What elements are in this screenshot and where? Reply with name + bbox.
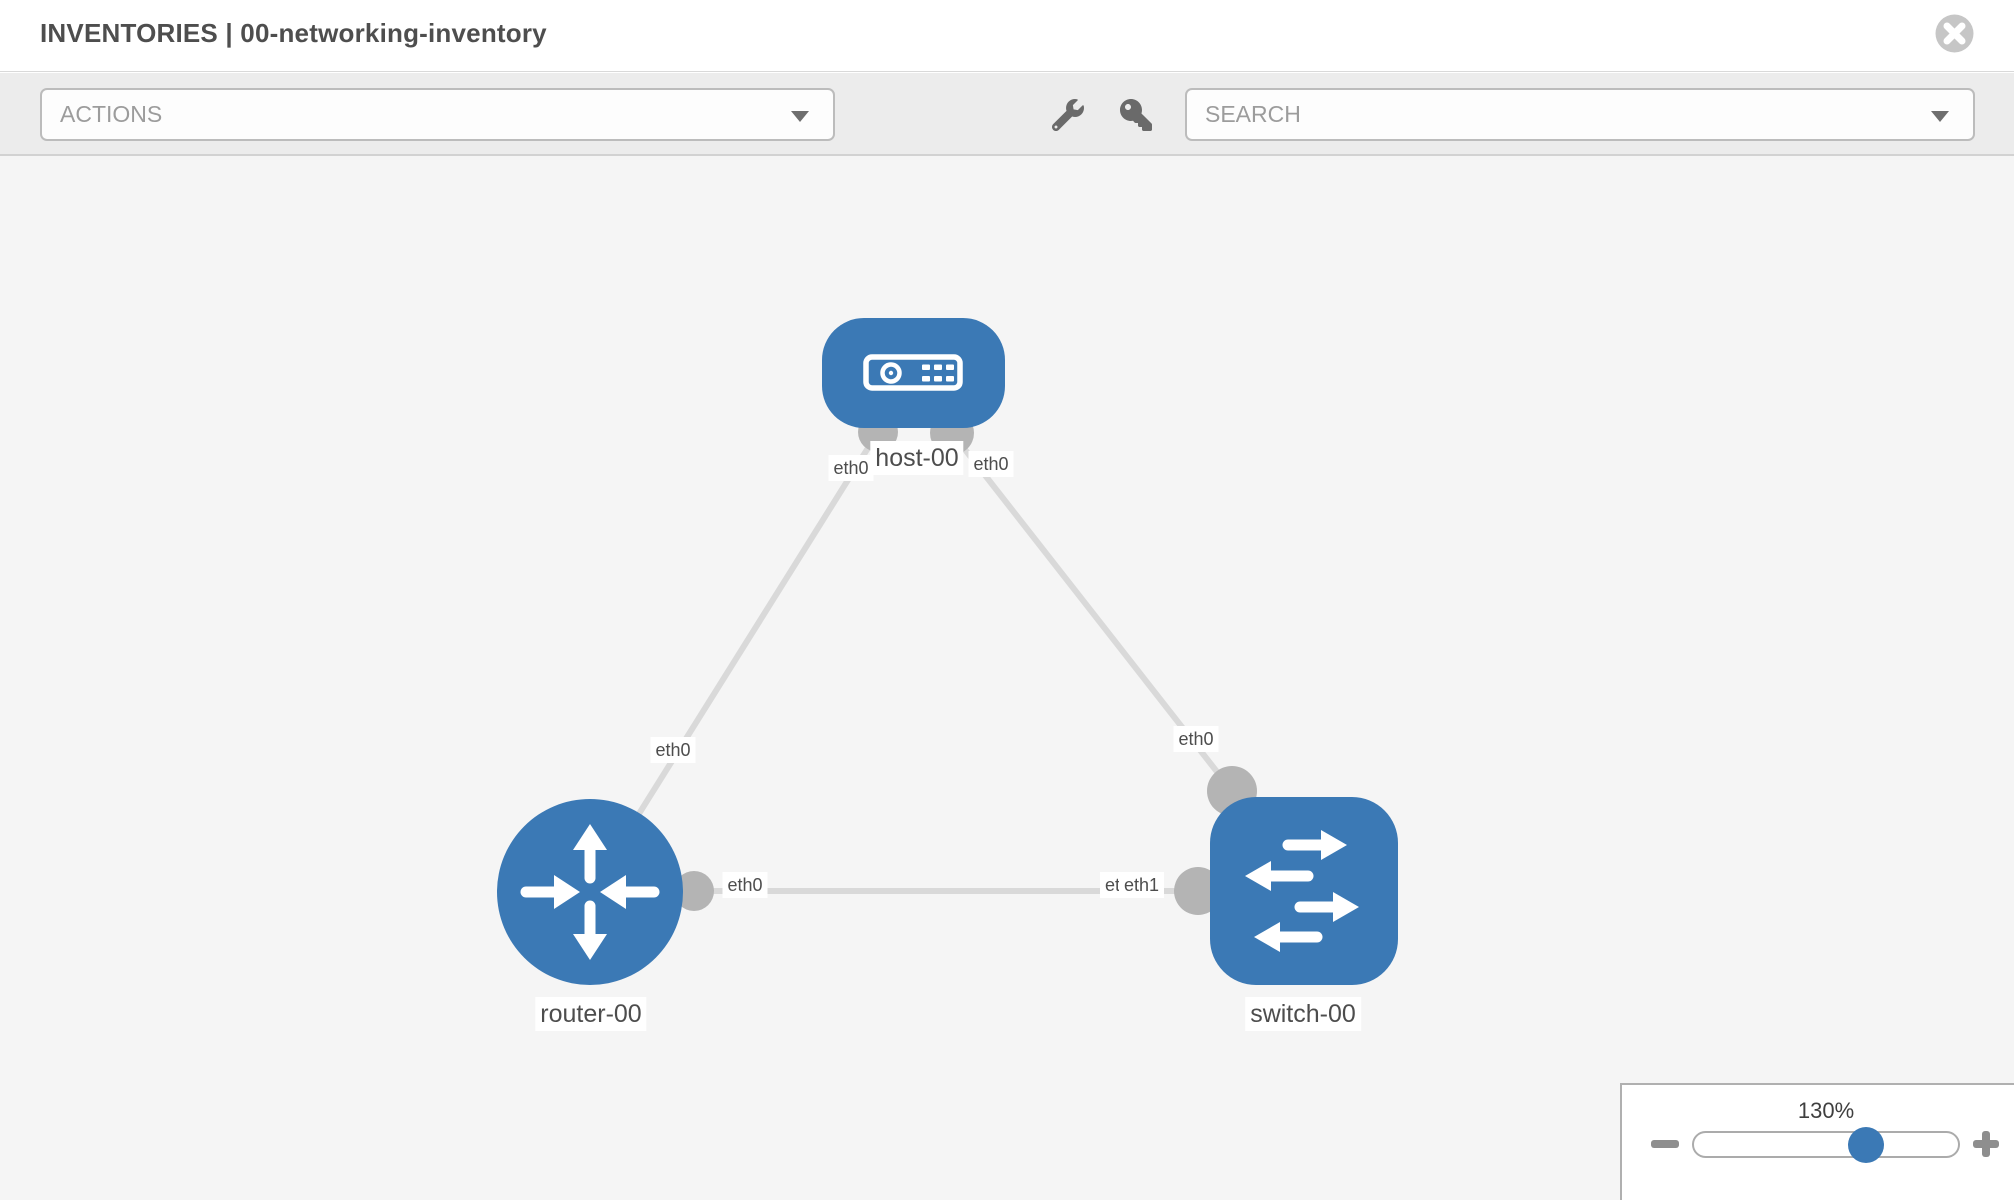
iface-label-edge-host-router: eth0 (650, 737, 696, 763)
iface-label-edge-host-switch: eth0 (1173, 726, 1219, 752)
switch-arrows-icon (1245, 830, 1359, 952)
server-icon (863, 354, 963, 391)
zoom-control-panel: 130% (1620, 1083, 2014, 1200)
page-title: INVENTORIES | 00-networking-inventory (40, 18, 547, 48)
wrench-icon (1051, 99, 1084, 132)
toolbar: ACTIONS SEARCH (0, 73, 2014, 156)
chevron-down-icon (1931, 111, 1949, 122)
topology-edges (587, 430, 1304, 894)
credentials-button[interactable] (1120, 99, 1152, 131)
node-label-switch: switch-00 (1245, 997, 1361, 1031)
header-bar: INVENTORIES | 00-networking-inventory (0, 0, 2014, 72)
zoom-slider-track[interactable] (1692, 1131, 1960, 1158)
router-arrows-icon (520, 824, 660, 960)
zoom-percentage: 130% (1797, 1098, 1855, 1123)
iface-label-router-eth0: eth0 (722, 872, 768, 898)
zoom-out-button[interactable] (1651, 1140, 1679, 1148)
node-switch-00[interactable] (1210, 797, 1398, 985)
chevron-down-icon (791, 111, 809, 122)
key-icon (1120, 99, 1152, 131)
interface-ports (674, 411, 1257, 915)
plus-icon (1982, 1131, 1990, 1157)
zoom-slider-thumb[interactable] (1848, 1127, 1884, 1163)
topology-canvas[interactable]: host-00 eth0 eth0 eth0 eth0 eth0 eth0 et… (0, 156, 2014, 1200)
search-dropdown-label: SEARCH (1205, 101, 1301, 127)
actions-dropdown-label: ACTIONS (60, 101, 163, 127)
iface-label-host-eth0-right: eth0 (968, 451, 1014, 477)
iface-label-host-eth0-left: eth0 (828, 455, 874, 481)
node-router-00[interactable] (497, 799, 683, 985)
circle-x-icon (1935, 14, 1974, 53)
node-label-host: host-00 (870, 441, 964, 475)
close-button[interactable] (1935, 14, 1974, 53)
node-host-00[interactable] (822, 318, 1005, 428)
zoom-in-button[interactable] (1973, 1131, 1999, 1157)
search-dropdown[interactable]: SEARCH (1185, 88, 1975, 141)
port-router-eth0[interactable] (674, 871, 714, 911)
iface-label-switch-eth1: eth1 (1119, 872, 1165, 898)
topology-graph (497, 318, 1398, 985)
configure-button[interactable] (1051, 99, 1084, 132)
actions-dropdown[interactable]: ACTIONS (40, 88, 835, 141)
node-label-router: router-00 (535, 997, 647, 1031)
